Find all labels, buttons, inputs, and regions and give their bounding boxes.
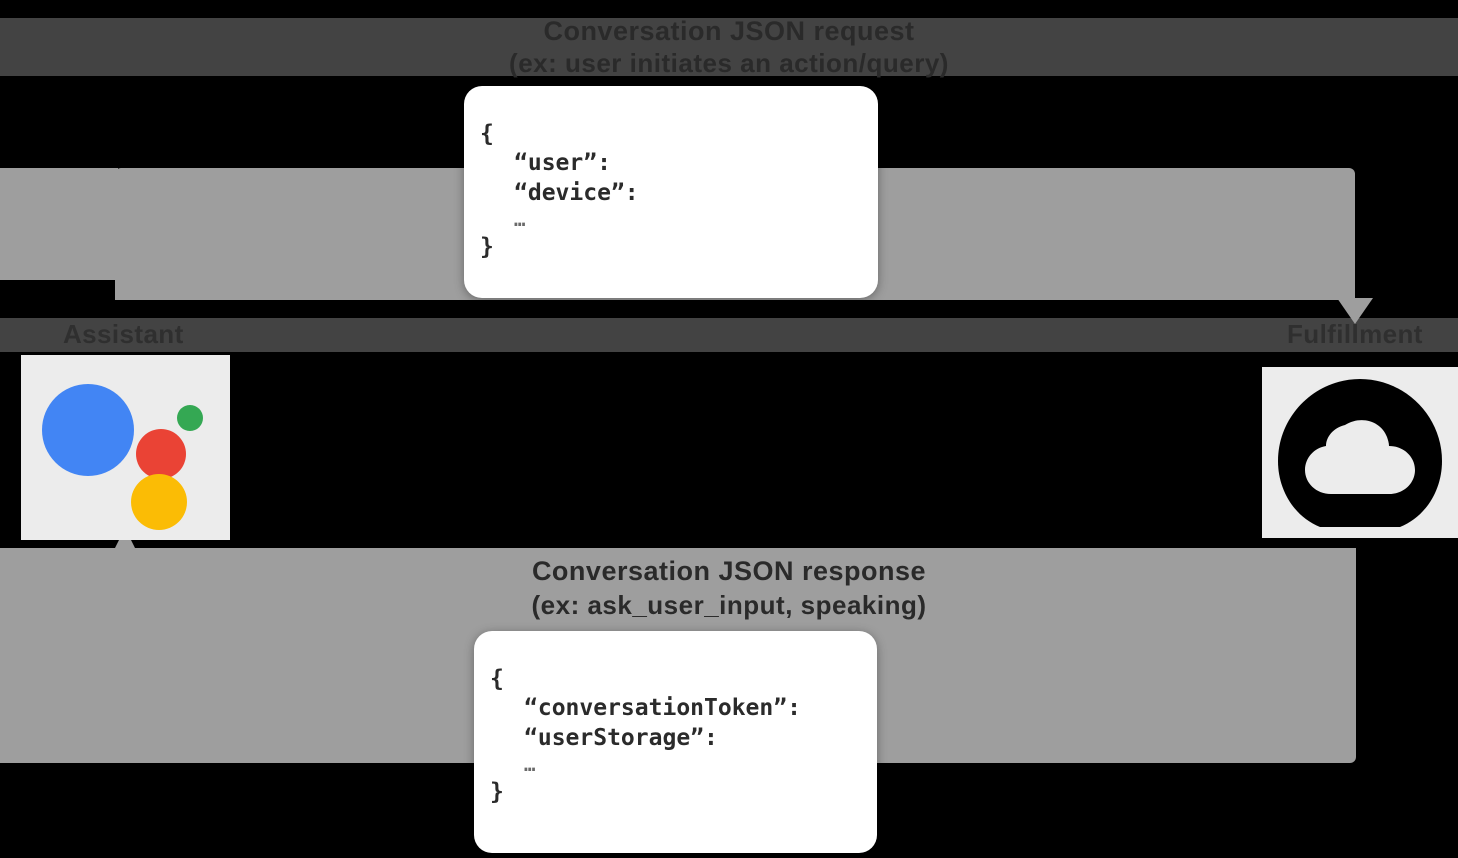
request-label-band [0, 18, 1458, 76]
response-json-card: { “conversationToken”: “userStorage”: … … [474, 631, 877, 853]
assistant-icon-tile [21, 355, 230, 540]
assistant-dot-yellow-icon [130, 473, 187, 530]
assistant-dot-blue-icon [41, 383, 134, 476]
json-line: { [490, 666, 504, 692]
json-line: “conversationToken”: [524, 695, 801, 722]
cloud-functions-icon [1278, 378, 1442, 527]
assistant-dot-green-icon [176, 404, 203, 431]
json-line: … [524, 754, 536, 777]
json-line: { [480, 121, 494, 147]
json-line: … [514, 209, 526, 232]
assistant-dot-red-icon [135, 428, 186, 479]
fulfillment-icon-tile [1262, 367, 1458, 538]
json-line: “user”: [514, 150, 611, 177]
request-json-card: { “user”: “device”: … } [464, 86, 878, 298]
json-line: } [480, 233, 494, 260]
json-line: “device”: [514, 179, 639, 206]
json-line: “userStorage”: [524, 724, 718, 751]
request-arrowhead-icon [1337, 298, 1373, 324]
endpoint-label-band [0, 318, 1458, 352]
google-assistant-icon [38, 369, 214, 530]
request-arrow-stub [0, 168, 118, 280]
fulfillment-label: Fulfillment [1287, 319, 1423, 349]
json-line: } [490, 778, 504, 805]
assistant-label: Assistant [63, 319, 184, 349]
